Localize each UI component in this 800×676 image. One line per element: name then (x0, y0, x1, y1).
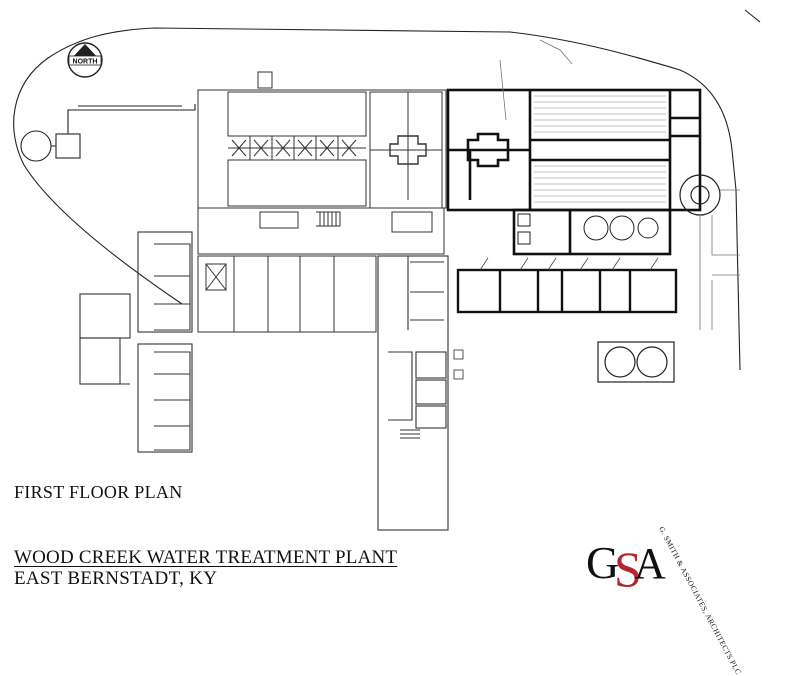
detached-building (79, 293, 131, 385)
north-arrow-label: NORTH (73, 59, 98, 66)
treatment-building (446, 88, 702, 256)
office-doors (479, 257, 659, 271)
treatment-building-hatching (534, 95, 666, 203)
logo-letter-s: S (614, 541, 642, 593)
logo-letter-g: G (586, 537, 619, 588)
clarifier-tanks (597, 341, 675, 383)
west-wing (137, 231, 193, 453)
site-boundary (13, 9, 761, 371)
north-arrow-icon: NORTH (67, 42, 103, 78)
south-wing (377, 255, 449, 531)
logo-letter-a: A (634, 539, 666, 588)
project-name: WOOD CREEK WATER TREATMENT PLANT (14, 547, 398, 568)
chemical-tanks (517, 213, 659, 245)
firm-logo: G S A (586, 537, 666, 593)
office-wing (456, 268, 678, 314)
central-wing (197, 255, 377, 333)
project-location: EAST BERNSTADT, KY (14, 568, 218, 589)
driveways (499, 39, 740, 330)
filter-building (197, 71, 447, 255)
storage-tank (20, 104, 196, 162)
site-markers (453, 349, 464, 380)
floor-plan-drawing: NORTH (13, 9, 761, 593)
sheet-title: FIRST FLOOR PLAN (14, 482, 183, 502)
